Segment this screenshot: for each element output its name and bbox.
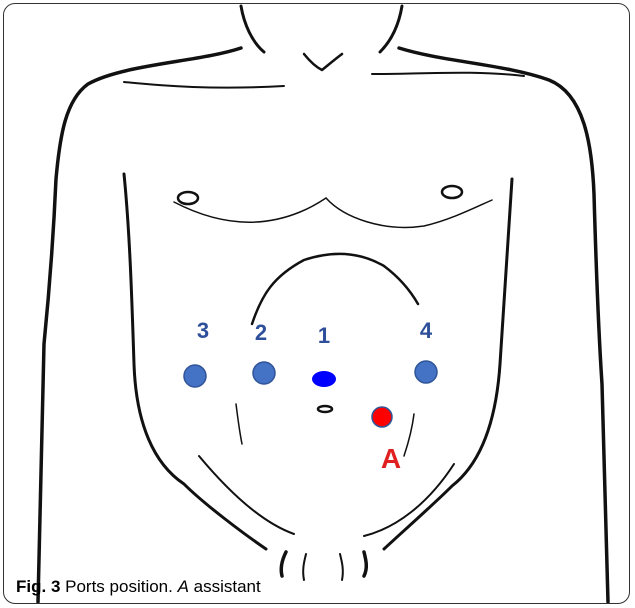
pelvis-mark-4: [364, 552, 366, 576]
port-2-label: 2: [255, 320, 267, 345]
port-3-marker: [184, 365, 206, 387]
port-1-label: 1: [318, 323, 330, 348]
left-nipple: [178, 192, 198, 204]
left-shoulder-outline: [38, 48, 241, 602]
right-pectoral-line: [326, 198, 492, 227]
left-torso-side: [124, 174, 266, 549]
pelvis-mark-1: [281, 552, 286, 576]
right-abdominal-line: [404, 414, 414, 456]
port-2-marker: [253, 362, 275, 384]
neck-left-line: [241, 6, 264, 52]
caption-fig-number: Fig. 3: [16, 577, 60, 596]
caption-text: Ports position.: [60, 577, 177, 596]
right-torso-side: [384, 179, 512, 549]
left-abdominal-line: [236, 404, 242, 444]
navel: [318, 406, 332, 412]
right-nipple: [442, 186, 462, 198]
figure-caption: Fig. 3 Ports position. A assistant: [16, 577, 261, 597]
port-1-camera-marker: [312, 371, 336, 387]
sternal-notch: [304, 54, 342, 70]
assistant-port-marker: [372, 407, 392, 427]
left-clavicle: [124, 82, 284, 88]
pelvis-mark-2: [303, 554, 306, 580]
neck-right-line: [380, 6, 402, 52]
right-clavicle: [372, 73, 524, 76]
torso-illustration: 3 2 1 4 A: [4, 4, 630, 604]
caption-italic-letter: A: [178, 577, 189, 596]
assistant-port-label: A: [381, 443, 401, 474]
port-3-label: 3: [197, 318, 209, 343]
left-groin-line: [199, 456, 294, 534]
pelvis-mark-3: [340, 554, 343, 580]
port-4-marker: [415, 361, 437, 383]
figure-frame: 3 2 1 4 A Fig. 3 Ports position. A assis…: [3, 3, 630, 604]
caption-text-2: assistant: [189, 577, 261, 596]
costal-arch: [252, 254, 418, 324]
port-4-label: 4: [420, 318, 433, 343]
